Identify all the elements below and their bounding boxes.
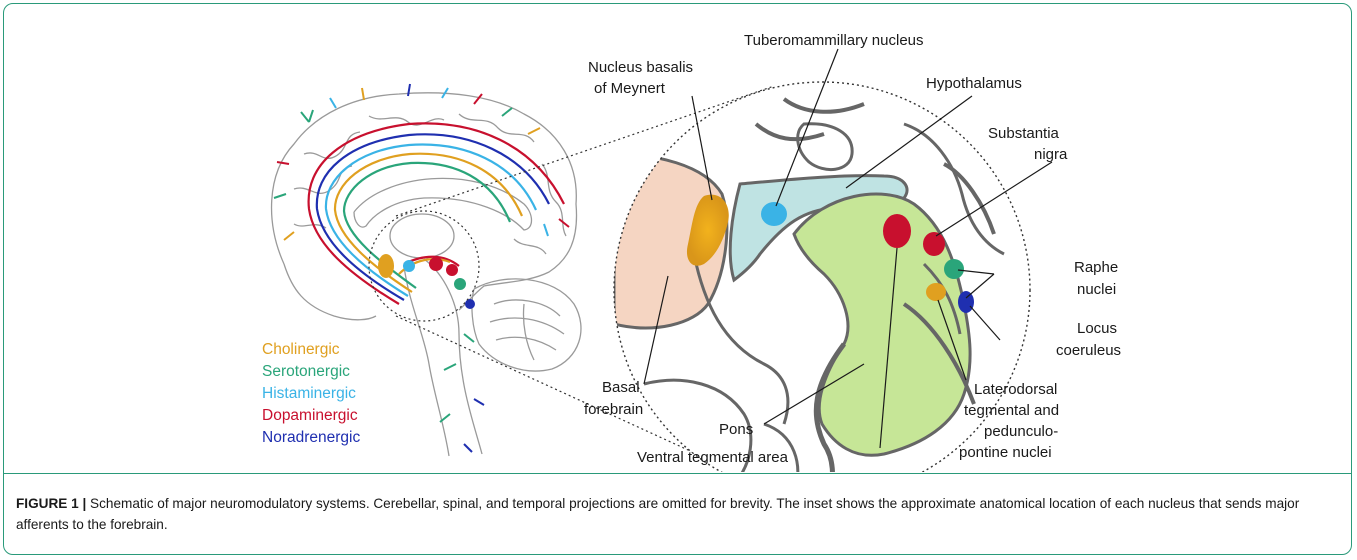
figure-illustration: Tuberomammillary nucleus Nucleus basalis… bbox=[4, 4, 1352, 472]
legend-item-cholinergic: Cholinergic bbox=[262, 341, 340, 358]
label-substantia-line1: Substantia bbox=[988, 125, 1060, 142]
label-tuberomammillary: Tuberomammillary nucleus bbox=[744, 32, 924, 49]
label-vta: Ventral tegmental area bbox=[637, 449, 789, 466]
label-raphe-line1: Raphe bbox=[1074, 259, 1118, 276]
label-nucleus-basalis-line1: Nucleus basalis bbox=[588, 59, 693, 76]
figure-caption: FIGURE 1 | Schematic of major neuromodul… bbox=[16, 493, 1334, 535]
legend-item-dopaminergic: Dopaminergic bbox=[262, 407, 358, 424]
legend-item-histaminergic: Histaminergic bbox=[262, 385, 356, 402]
label-ltd-line4: pontine nuclei bbox=[959, 444, 1052, 461]
label-ltd-line2: tegmental and bbox=[964, 402, 1059, 419]
caption-divider bbox=[4, 473, 1351, 474]
label-ltd-line1: Laterodorsal bbox=[974, 381, 1057, 398]
legend-item-serotonergic: Serotonergic bbox=[262, 363, 350, 380]
legend: CholinergicSerotonergicHistaminergicDopa… bbox=[262, 341, 360, 446]
caption-lead: FIGURE 1 | bbox=[16, 496, 86, 511]
projection-pathways bbox=[309, 123, 564, 304]
label-locus-line1: Locus bbox=[1077, 320, 1117, 337]
caption-text: Schematic of major neuromodulatory syste… bbox=[16, 496, 1299, 532]
label-basal-line1: Basal bbox=[602, 379, 640, 396]
label-ltd-line3: pedunculo- bbox=[984, 423, 1058, 440]
label-hypothalamus: Hypothalamus bbox=[926, 75, 1022, 92]
figure-frame: Tuberomammillary nucleus Nucleus basalis… bbox=[3, 3, 1352, 555]
label-raphe-line2: nuclei bbox=[1077, 281, 1116, 298]
label-pons: Pons bbox=[719, 421, 753, 438]
legend-item-noradrenergic: Noradrenergic bbox=[262, 429, 360, 446]
label-nucleus-basalis-line2: of Meynert bbox=[594, 80, 666, 97]
label-substantia-line2: nigra bbox=[1034, 146, 1068, 163]
label-basal-line2: forebrain bbox=[584, 401, 643, 418]
label-locus-line2: coeruleus bbox=[1056, 342, 1121, 359]
